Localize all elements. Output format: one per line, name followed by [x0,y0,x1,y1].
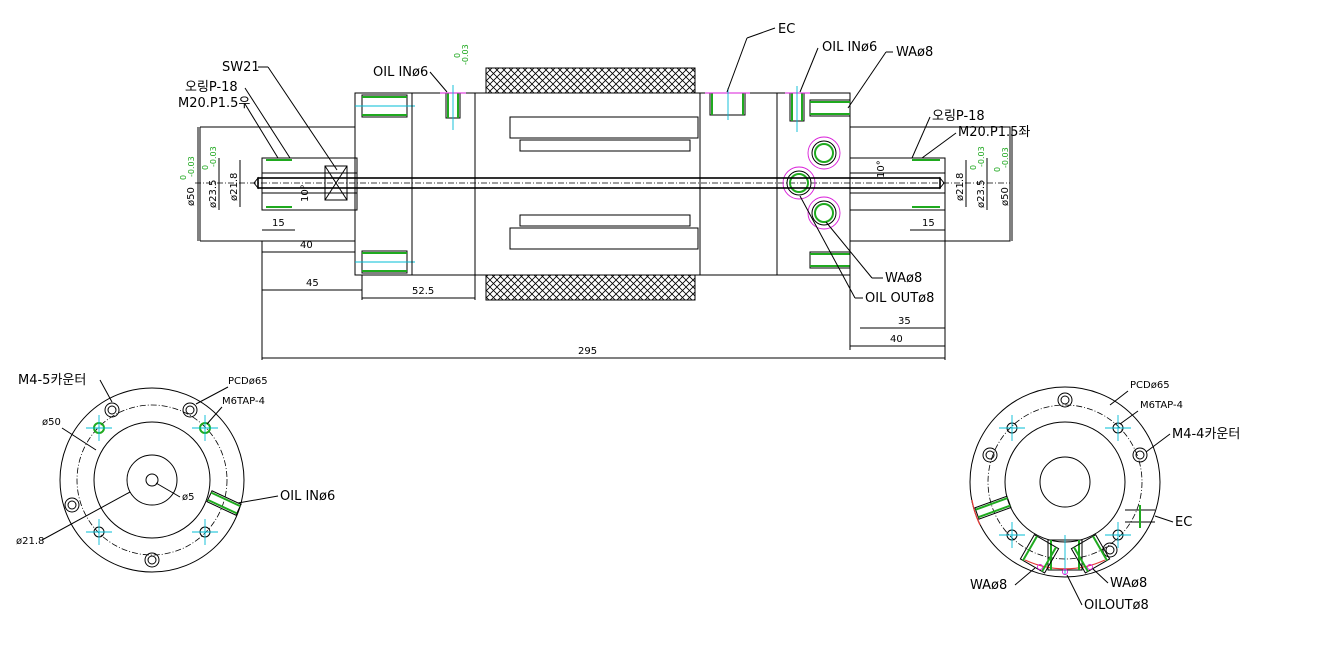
label-left-d50: ø50 [42,417,61,428]
label-left-counter: M4-5카운터 [18,373,86,388]
right-end-view: PCDø65 M6TAP-4 M4-4카운터 EC WAø8 WAø8 OILO… [969,380,1240,613]
svg-text:-0.03: -0.03 [209,146,218,167]
svg-text:-0.03: -0.03 [977,146,986,167]
svg-text:ø50: ø50 [186,187,197,206]
label-right-oil-out: OILOUTø8 [1084,598,1149,613]
tap-holes [86,415,218,545]
svg-text:10°: 10° [876,160,887,178]
svg-text:-0.03: -0.03 [1001,147,1010,168]
label-left-tap: M6TAP-4 [222,396,265,407]
svg-text:52.5: 52.5 [412,286,434,297]
coil-top [485,67,696,94]
sw21-hex [324,165,348,201]
left-end-view: M4-5카운터 PCDø65 M6TAP-4 ø50 ø5 OIL INø6 ø… [16,373,335,573]
svg-text:45: 45 [306,278,319,289]
svg-text:0: 0 [453,53,462,58]
svg-text:40: 40 [890,334,903,345]
svg-text:0: 0 [179,175,188,180]
label-oil-out: OIL OUTø8 [865,291,934,306]
coil-bottom [485,274,696,301]
label-left-oil-in: OIL INø6 [280,489,335,504]
label-left-d5: ø5 [182,492,194,503]
label-left-pcd: PCDø65 [228,376,268,387]
label-thread-left: M20.P1.5우 [178,96,250,111]
svg-text:35: 35 [898,316,911,327]
label-wa-top: WAø8 [896,45,933,60]
svg-text:ø23.5: ø23.5 [208,180,219,208]
svg-text:0: 0 [993,167,1002,172]
label-wa-bottom: WAø8 [885,271,922,286]
svg-text:10°: 10° [300,184,311,202]
label-oil-in-top-right: OIL INø6 [822,40,877,55]
side-view: SW21 오링P-18 M20.P1.5우 OIL INø6 0 -0.03 E… [178,22,1030,360]
svg-text:-0.03: -0.03 [461,44,470,65]
svg-text:295: 295 [578,346,597,357]
label-right-tap: M6TAP-4 [1140,400,1183,411]
svg-text:ø21.8: ø21.8 [229,173,240,201]
svg-text:ø50: ø50 [1000,187,1011,206]
label-sw21: SW21 [222,60,260,75]
label-right-ec: EC [1175,515,1192,530]
label-right-wa-right: WAø8 [1110,576,1147,591]
svg-text:ø21.8: ø21.8 [955,173,966,201]
svg-text:-0.03: -0.03 [187,156,196,177]
bottom-ports [1019,534,1111,575]
label-right-pcd: PCDø65 [1130,380,1170,391]
label-thread-right: M20.P1.5좌 [958,125,1030,140]
main-housing [411,92,778,276]
svg-text:ø23.5: ø23.5 [976,180,987,208]
label-right-counter: M4-4카운터 [1172,427,1240,442]
label-ec-top: EC [778,22,795,37]
label-right-wa-left: WAø8 [970,578,1007,593]
label-oil-in-top-left: OIL INø6 [373,65,428,80]
svg-text:15: 15 [922,218,935,229]
svg-text:0: 0 [969,165,978,170]
svg-text:0: 0 [201,165,210,170]
svg-text:15: 15 [272,218,285,229]
svg-text:40: 40 [300,240,313,251]
label-left-d21-8: ø21.8 [16,536,44,547]
label-oring-left: 오링P-18 [185,80,238,95]
label-oring-right: 오링P-18 [932,109,985,124]
